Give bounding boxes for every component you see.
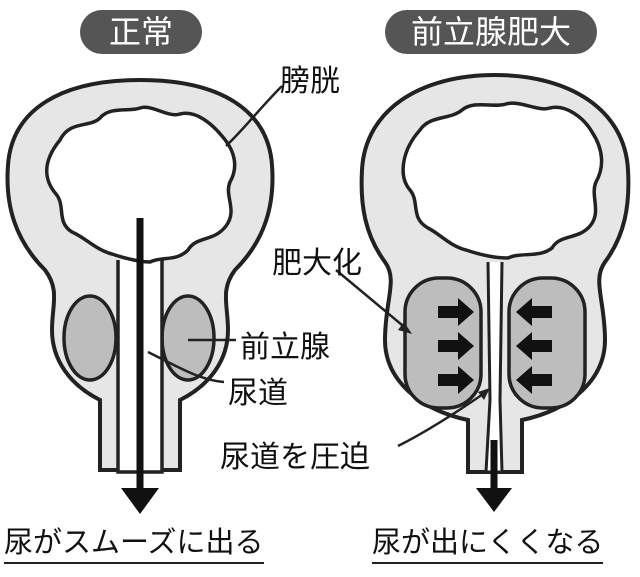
arrow-right-3 bbox=[438, 366, 474, 394]
compression-arrows-left bbox=[438, 298, 474, 394]
bladder-leader bbox=[225, 85, 283, 147]
compression-arrows-right bbox=[516, 298, 552, 394]
arrow-left-2 bbox=[516, 332, 552, 360]
normal-diagram bbox=[5, 77, 283, 514]
arrow-left-1 bbox=[516, 298, 552, 326]
arrow-right-1 bbox=[438, 298, 474, 326]
bph-header: 前立腺肥大 bbox=[385, 10, 597, 54]
normal-prostate-left bbox=[62, 294, 118, 382]
compress-leader-head bbox=[478, 388, 490, 400]
normal-flow-arrowhead bbox=[121, 488, 159, 514]
label-enlarged: 肥大化 bbox=[272, 246, 362, 281]
urethra-leader bbox=[147, 350, 225, 384]
label-prostate: 前立腺 bbox=[240, 330, 330, 365]
label-bladder: 膀胱 bbox=[280, 64, 340, 99]
enlarged-leader-head bbox=[398, 322, 412, 334]
caption-normal: 尿がスムーズに出る bbox=[4, 522, 264, 564]
bph-diagram bbox=[335, 72, 631, 512]
bph-bladder-lumen bbox=[401, 101, 604, 260]
enlarged-leader bbox=[335, 269, 409, 331]
normal-header: 正常 bbox=[80, 10, 202, 54]
arrow-left-3 bbox=[516, 366, 552, 394]
normal-bladder-lumen bbox=[45, 105, 237, 264]
label-urethra: 尿道 bbox=[228, 376, 288, 411]
caption-bph: 尿が出にくくなる bbox=[372, 522, 604, 564]
arrow-right-2 bbox=[438, 332, 474, 360]
compress-leader bbox=[397, 390, 487, 448]
label-compress-urethra: 尿道を圧迫 bbox=[220, 440, 370, 475]
normal-prostate-right bbox=[160, 294, 216, 382]
bph-flow-arrowhead bbox=[476, 488, 512, 512]
